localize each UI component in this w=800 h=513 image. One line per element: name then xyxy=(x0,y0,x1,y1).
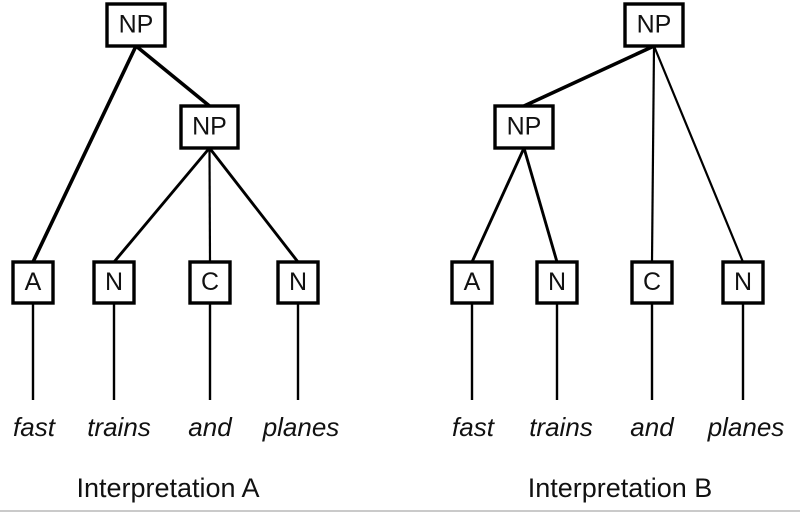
node-label-a-n1: N xyxy=(105,268,123,296)
branch-b-np-root-to-b-np-sub xyxy=(523,44,655,108)
node-b-c: C xyxy=(630,260,674,305)
branch-a-np-sub-to-a-c xyxy=(208,147,212,263)
node-b-np-sub: NP xyxy=(493,104,555,150)
node-label-b-np-root: NP xyxy=(637,11,672,39)
node-a-c: C xyxy=(188,260,232,305)
word-planes: planes xyxy=(707,412,785,442)
node-label-a-n2: N xyxy=(289,268,307,296)
word-and: and xyxy=(630,412,675,442)
node-b-n1: N xyxy=(535,260,579,305)
branch-b-np-root-to-b-c xyxy=(650,45,656,263)
branch-b-np-sub-to-b-a xyxy=(470,147,526,263)
node-b-np-root: NP xyxy=(623,2,685,48)
node-label-b-np-sub: NP xyxy=(507,113,542,141)
node-box-a-a xyxy=(11,260,55,305)
node-label-a-a: A xyxy=(25,268,42,296)
node-box-b-a xyxy=(450,260,494,305)
node-box-a-n2 xyxy=(276,260,320,305)
node-a-a: A xyxy=(11,260,55,305)
node-a-n1: N xyxy=(92,260,136,305)
branch-b-np-sub-to-b-n1 xyxy=(522,147,559,263)
word-trains: trains xyxy=(529,412,593,442)
branch-a-np-root-to-a-a xyxy=(31,45,138,263)
word-fast: fast xyxy=(13,412,57,442)
branch-a-np-root-to-a-np-sub xyxy=(134,44,211,108)
nodes-layer: NP NP A N C N NP NP A N C N xyxy=(11,2,765,305)
node-box-b-np-sub xyxy=(493,104,555,150)
word-fast: fast xyxy=(452,412,496,442)
words-layer: fast trains and planes fast trains and planes xyxy=(13,412,784,442)
branches-layer xyxy=(31,44,745,263)
node-label-a-c: C xyxy=(201,268,219,296)
captions-layer: Interpretation A Interpretation B xyxy=(76,473,712,503)
node-a-np-root: NP xyxy=(105,2,167,48)
node-a-n2: N xyxy=(276,260,320,305)
node-label-b-a: A xyxy=(464,268,481,296)
node-a-np-sub: NP xyxy=(179,104,240,150)
node-label-b-n1: N xyxy=(548,268,566,296)
word-planes: planes xyxy=(262,412,340,442)
node-box-b-n1 xyxy=(535,260,579,305)
caption-tree-b: Interpretation B xyxy=(528,473,713,503)
branch-a-np-sub-to-a-n2 xyxy=(208,147,300,263)
node-box-a-np-root xyxy=(105,2,167,48)
node-box-b-np-root xyxy=(623,2,685,48)
node-label-a-np-sub: NP xyxy=(192,113,227,141)
node-b-n2: N xyxy=(721,260,765,305)
node-box-b-c xyxy=(630,260,674,305)
branch-b-np-root-to-b-n2 xyxy=(652,45,745,263)
node-box-a-np-sub xyxy=(179,104,240,150)
node-label-a-np-root: NP xyxy=(119,11,154,39)
branch-a-np-sub-to-a-n1 xyxy=(112,147,211,263)
node-box-a-n1 xyxy=(92,260,136,305)
word-trains: trains xyxy=(87,412,151,442)
word-and: and xyxy=(188,412,233,442)
node-b-a: A xyxy=(450,260,494,305)
node-box-a-c xyxy=(188,260,232,305)
leaf-stems-layer xyxy=(31,303,745,400)
caption-tree-a: Interpretation A xyxy=(76,473,259,503)
node-box-b-n2 xyxy=(721,260,765,305)
node-label-b-c: C xyxy=(643,268,661,296)
node-label-b-n2: N xyxy=(734,268,752,296)
